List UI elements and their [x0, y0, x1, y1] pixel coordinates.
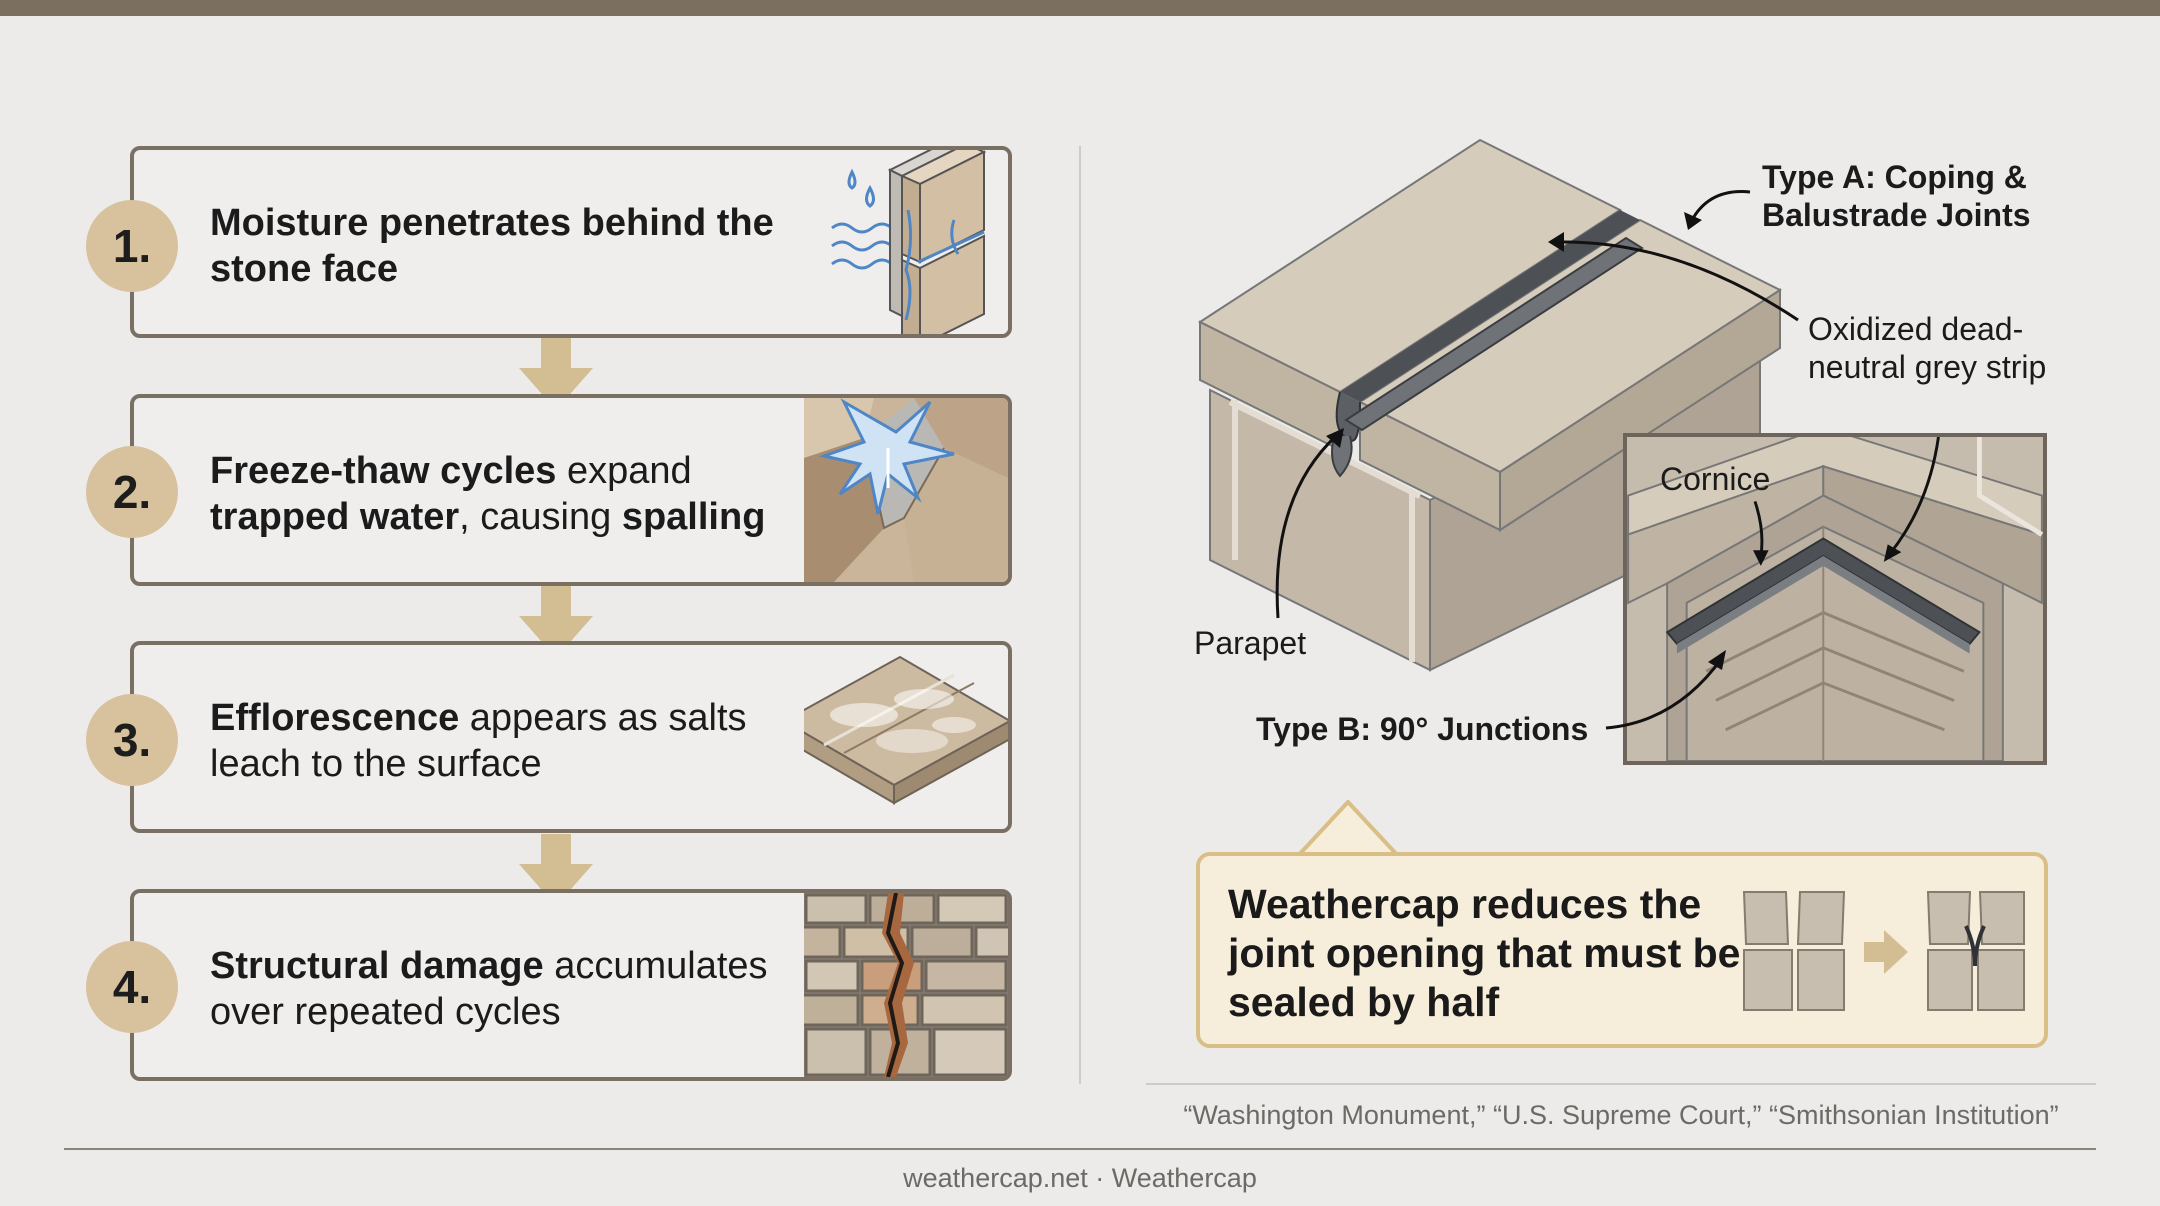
down-arrow-icon [519, 586, 593, 658]
step-text-run: Freeze-thaw cycles [210, 450, 557, 492]
freeze-thaw-illustration [804, 398, 1008, 582]
step-text-run: Structural damage [210, 945, 544, 987]
type-b-pointer [1605, 650, 1726, 730]
callout-text: Weathercap reduces the joint opening tha… [1228, 881, 1741, 1025]
step-number-4: 4. [86, 941, 178, 1033]
step-text-run: trapped water [210, 496, 460, 538]
step-text-run: accumulates over repeated cycles [210, 945, 768, 1033]
callout-pointer [1296, 800, 1400, 858]
efflorescence-slab-illustration [804, 645, 1008, 829]
step-card-2: Freeze-thaw cycles expand trapped water,… [130, 394, 1012, 586]
junction-inset [1623, 433, 2047, 765]
step-text-run: Moisture penetrates behind the stone fac… [210, 202, 774, 290]
right-rule [1146, 1083, 2096, 1085]
step-2-text: Freeze-thaw cycles expand trapped water,… [210, 448, 790, 540]
step-number-3: 3. [86, 694, 178, 786]
step-card-1: Moisture penetrates behind the stone fac… [130, 146, 1012, 338]
down-arrow-icon [519, 834, 593, 906]
cracked-masonry-illustration [804, 893, 1008, 1077]
type-a-label: Type A: Coping & Balustrade Joints [1762, 159, 2031, 233]
step-card-4: Structural damage accumulates over repea… [130, 889, 1012, 1081]
footer-rule [64, 1148, 2096, 1150]
top-accent-bar [0, 0, 2160, 16]
column-divider [1079, 146, 1081, 1084]
step-card-3: Efflorescence appears as salts leach to … [130, 641, 1012, 833]
step-4-text: Structural damage accumulates over repea… [210, 943, 790, 1035]
strip-label: Oxidized dead-neutral grey strip [1808, 311, 2047, 385]
parapet-coping-diagram [1197, 138, 1799, 672]
cornice-junction-illustration [1627, 437, 2043, 761]
footer-credit: weathercap.net · Weathercap [903, 1163, 1257, 1193]
step-1-text: Moisture penetrates behind the stone fac… [210, 200, 790, 292]
landmarks-caption: “Washington Monument,” “U.S. Supreme Cou… [1183, 1100, 2059, 1130]
step-text-run: , causing [459, 496, 622, 538]
step-number-2: 2. [86, 446, 178, 538]
step-text-run: appears as salts leach to the surface [210, 697, 747, 785]
step-text-run: spalling [621, 496, 766, 538]
cornice-label: Cornice [1660, 461, 1771, 497]
parapet-label: Parapet [1194, 625, 1307, 661]
weathercap-callout: Weathercap reduces the joint opening tha… [1196, 852, 2048, 1048]
moisture-wall-illustration [804, 150, 1008, 334]
step-text-run: expand [556, 450, 692, 492]
step-3-text: Efflorescence appears as salts leach to … [210, 695, 790, 787]
type-b-label: Type B: 90° Junctions [1256, 711, 1589, 747]
step-text-run: Efflorescence [210, 697, 460, 739]
step-number-1: 1. [86, 200, 178, 292]
down-arrow-icon [519, 338, 593, 410]
joint-reduction-icon [1742, 891, 2025, 1011]
